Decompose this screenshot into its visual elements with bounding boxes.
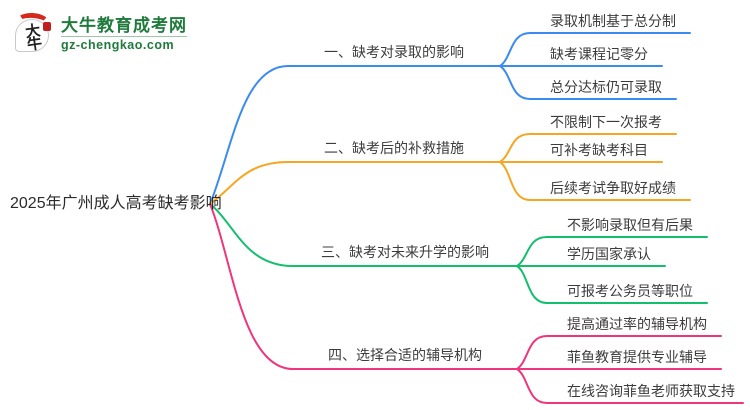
leaf-1-1-label: 录取机制基于总分制 bbox=[550, 13, 676, 29]
branch-2-label: 二、缺考后的补救措施 bbox=[324, 140, 464, 156]
branch-4-leaf-3-connector bbox=[516, 368, 744, 404]
branch-3-label: 三、缺考对未来升学的影响 bbox=[321, 244, 489, 260]
logo-site-url: gz-chengkao.com bbox=[61, 36, 187, 52]
branch-1-connector bbox=[209, 65, 501, 205]
branch-4-connector bbox=[209, 203, 518, 370]
branch-4-leaf-1-connector bbox=[516, 335, 722, 370]
branch-2-leaf-1-connector bbox=[499, 133, 677, 163]
leaf-1-3-label: 总分达标仍可录取 bbox=[550, 79, 662, 95]
branch-1-label: 一、缺考对录取的影响 bbox=[324, 44, 464, 60]
branch-2-connector bbox=[209, 161, 501, 205]
logo-bull-icon: 大牛 bbox=[13, 11, 55, 55]
leaf-3-3-label: 可报考公务员等职位 bbox=[567, 283, 693, 299]
branch-1-leaf-3-connector bbox=[499, 65, 677, 100]
logo-site-name: 大牛教育成考网 bbox=[61, 16, 187, 35]
leaf-3-2-label: 学历国家承认 bbox=[567, 246, 651, 262]
branch-4-label: 四、选择合适的辅导机构 bbox=[328, 347, 482, 363]
branch-3-connector bbox=[209, 203, 518, 267]
leaf-2-3-label: 后续考试争取好成绩 bbox=[550, 180, 676, 196]
leaf-3-1-label: 不影响录取但有后果 bbox=[567, 217, 693, 233]
logo-red-seal-icon bbox=[43, 22, 51, 31]
branch-3-leaf-3-connector bbox=[516, 265, 708, 304]
branch-3-leaf-1-connector bbox=[516, 236, 708, 267]
leaf-2-1-label: 不限制下一次报考 bbox=[550, 114, 662, 130]
branch-2-leaf-3-connector bbox=[499, 161, 691, 201]
leaf-1-2-label: 缺考课程记零分 bbox=[550, 46, 648, 62]
leaf-4-2-label: 菲鱼教育提供专业辅导 bbox=[567, 349, 707, 365]
site-logo[interactable]: 大牛 大牛教育成考网 gz-chengkao.com bbox=[13, 11, 187, 55]
leaf-2-2-label: 可补考缺考科目 bbox=[550, 142, 648, 158]
root-topic: 2025年广州成人高考缺考影响 bbox=[10, 195, 222, 212]
leaf-4-3-label: 在线咨询菲鱼老师获取支持 bbox=[567, 383, 735, 399]
branch-1-leaf-1-connector bbox=[499, 32, 691, 67]
leaf-4-1-label: 提高通过率的辅导机构 bbox=[567, 316, 707, 332]
